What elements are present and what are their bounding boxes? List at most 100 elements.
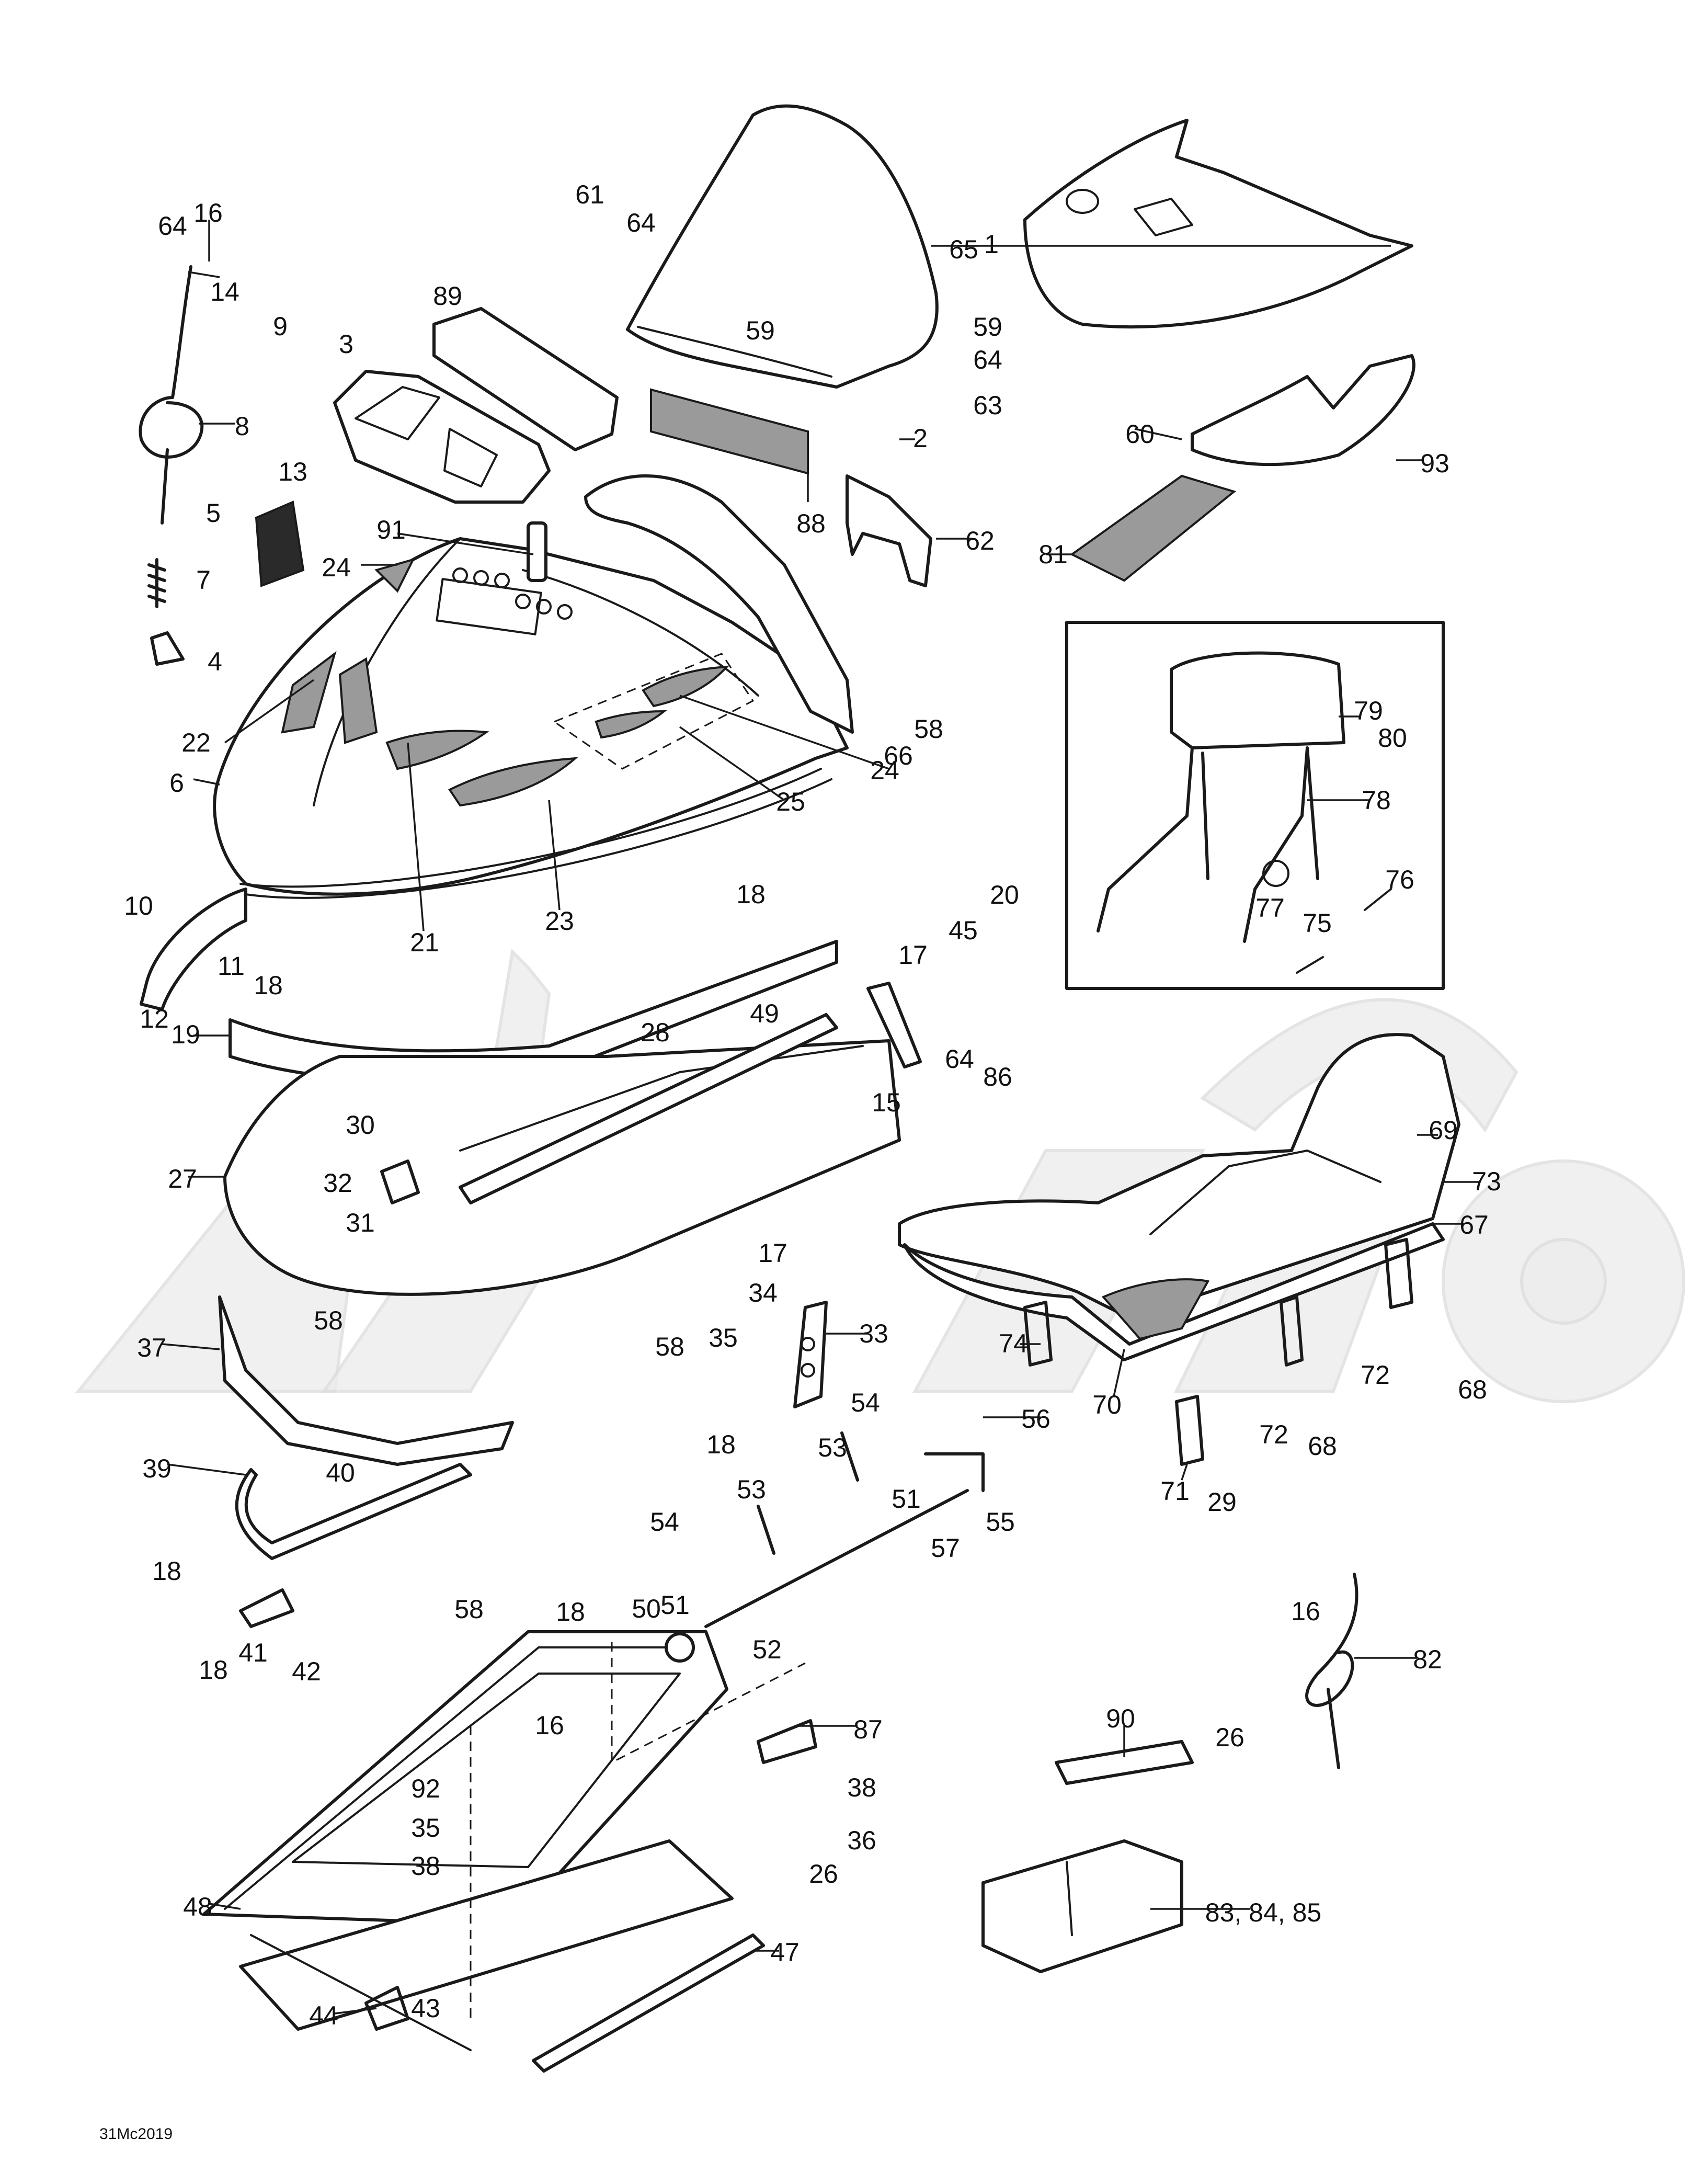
callout-label: 18 — [706, 1430, 736, 1459]
callout-label: 51 — [892, 1484, 921, 1514]
bracket-part-74 — [1023, 1301, 1053, 1367]
latch-part-15 — [866, 982, 922, 1068]
callout-label: 91 — [376, 515, 406, 544]
hood-assembly — [213, 537, 849, 899]
strap-part-12 — [140, 888, 247, 1011]
callout-label: 80 — [1378, 723, 1407, 753]
callout-label: 48 — [183, 1892, 212, 1921]
callout-label: 71 — [1160, 1476, 1190, 1506]
callout-label: 81 — [1038, 540, 1068, 569]
disc-part-50 — [665, 1632, 695, 1663]
tray-assembly — [202, 1630, 806, 2073]
bar-part-56 — [704, 1452, 985, 1628]
rail-part-28 — [459, 1013, 838, 1204]
callout-label: 7 — [196, 565, 211, 595]
callout-label: 5 — [206, 498, 221, 528]
clip-part-4 — [150, 631, 185, 666]
dash-part-66 — [584, 474, 854, 734]
callout-label: 18 — [556, 1597, 585, 1626]
callout-label: 53 — [737, 1475, 766, 1504]
callout-label: 38 — [411, 1851, 440, 1881]
strip-part-47 — [532, 1933, 765, 2073]
callout-label: 90 — [1106, 1704, 1135, 1733]
callout-label: 64 — [945, 1044, 974, 1074]
callout-label: 62 — [965, 526, 995, 555]
callout-label: 66 — [884, 741, 913, 770]
callout-label: 67 — [1459, 1210, 1489, 1239]
housing-part-89 — [432, 307, 619, 451]
callout-label: 16 — [193, 198, 223, 228]
callout-label: 59 — [746, 316, 775, 345]
callout-label: 19 — [171, 1020, 200, 1049]
callout-label: 36 — [847, 1826, 876, 1855]
callout-label: 50 — [632, 1594, 661, 1623]
callout-label: 73 — [1472, 1167, 1501, 1196]
callout-label: 11 — [218, 951, 245, 981]
spring-part-53a — [840, 1431, 859, 1482]
callout-label: 75 — [1303, 908, 1332, 938]
callout-label: 49 — [750, 999, 779, 1028]
callout-label: 3 — [339, 329, 353, 359]
callout-label: 52 — [752, 1635, 782, 1664]
callout-label: 54 — [650, 1507, 679, 1537]
callout-label: 8 — [235, 412, 249, 441]
louver-part-21 — [385, 730, 489, 770]
callout-label: 9 — [273, 312, 288, 341]
callout-label: 26 — [1215, 1723, 1244, 1752]
backrest-inset — [1065, 621, 1445, 990]
louver-part-23 — [448, 757, 578, 807]
panel-part-65 — [1023, 119, 1413, 329]
callout-label: 26 — [809, 1859, 838, 1889]
callout-label: 35 — [411, 1813, 440, 1842]
callout-label: 59 — [973, 312, 1002, 342]
callout-label: 70 — [1092, 1390, 1122, 1419]
bracket-part-72a — [1280, 1295, 1304, 1367]
callout-label: 15 — [872, 1088, 901, 1117]
callout-label: 47 — [770, 1938, 800, 1967]
callout-label: 54 — [851, 1388, 880, 1417]
callout-label: 82 — [1413, 1645, 1442, 1674]
callout-label: 57 — [931, 1533, 960, 1563]
callout-label: 68 — [1308, 1431, 1337, 1461]
callout-label: 61 — [575, 180, 604, 209]
callout-label: 12 — [140, 1004, 169, 1033]
bracket-part-72b — [1384, 1238, 1413, 1309]
callout-label: 76 — [1385, 865, 1414, 894]
bracket-part-62 — [846, 474, 932, 587]
callout-label: 93 — [1420, 449, 1449, 478]
callout-label: 88 — [796, 509, 826, 538]
foam-part-88 — [650, 388, 809, 475]
post-part-91 — [527, 521, 547, 582]
hardware — [139, 265, 1413, 2031]
callout-label: 24 — [322, 553, 351, 582]
callout-label: 30 — [346, 1110, 375, 1140]
callout-label: 33 — [859, 1319, 888, 1348]
callout-label: 2 — [913, 424, 928, 453]
callout-label: 58 — [454, 1595, 484, 1624]
lower-body-assembly — [218, 940, 901, 1560]
spring-part-7 — [147, 558, 166, 608]
callout-label: 92 — [411, 1774, 440, 1803]
callout-label: 14 — [210, 277, 239, 306]
deflector-part-60 — [1191, 354, 1415, 467]
callout-label: 64 — [973, 345, 1002, 374]
callout-label: 55 — [986, 1507, 1015, 1537]
louver-part-25 — [595, 710, 667, 739]
cable-part-82 — [1305, 1573, 1358, 1769]
bracket-part-71 — [1175, 1395, 1204, 1466]
callout-label: 25 — [776, 787, 805, 816]
callout-label: 69 — [1429, 1116, 1458, 1145]
callout-label: 44 — [309, 2001, 338, 2030]
spacer-part-77 — [1262, 860, 1289, 887]
callout-label: 42 — [292, 1657, 321, 1686]
callout-label: 45 — [949, 916, 978, 945]
callout-label: 83, 84, 85 — [1205, 1898, 1321, 1927]
callout-label: 17 — [898, 940, 928, 970]
callout-label: 35 — [709, 1323, 738, 1352]
callout-label: 21 — [410, 928, 439, 957]
bracket-part-44 — [364, 1986, 409, 2031]
callout-label: 74 — [999, 1329, 1028, 1358]
callout-label: 78 — [1362, 786, 1391, 815]
inset-frame — [1065, 621, 1445, 990]
